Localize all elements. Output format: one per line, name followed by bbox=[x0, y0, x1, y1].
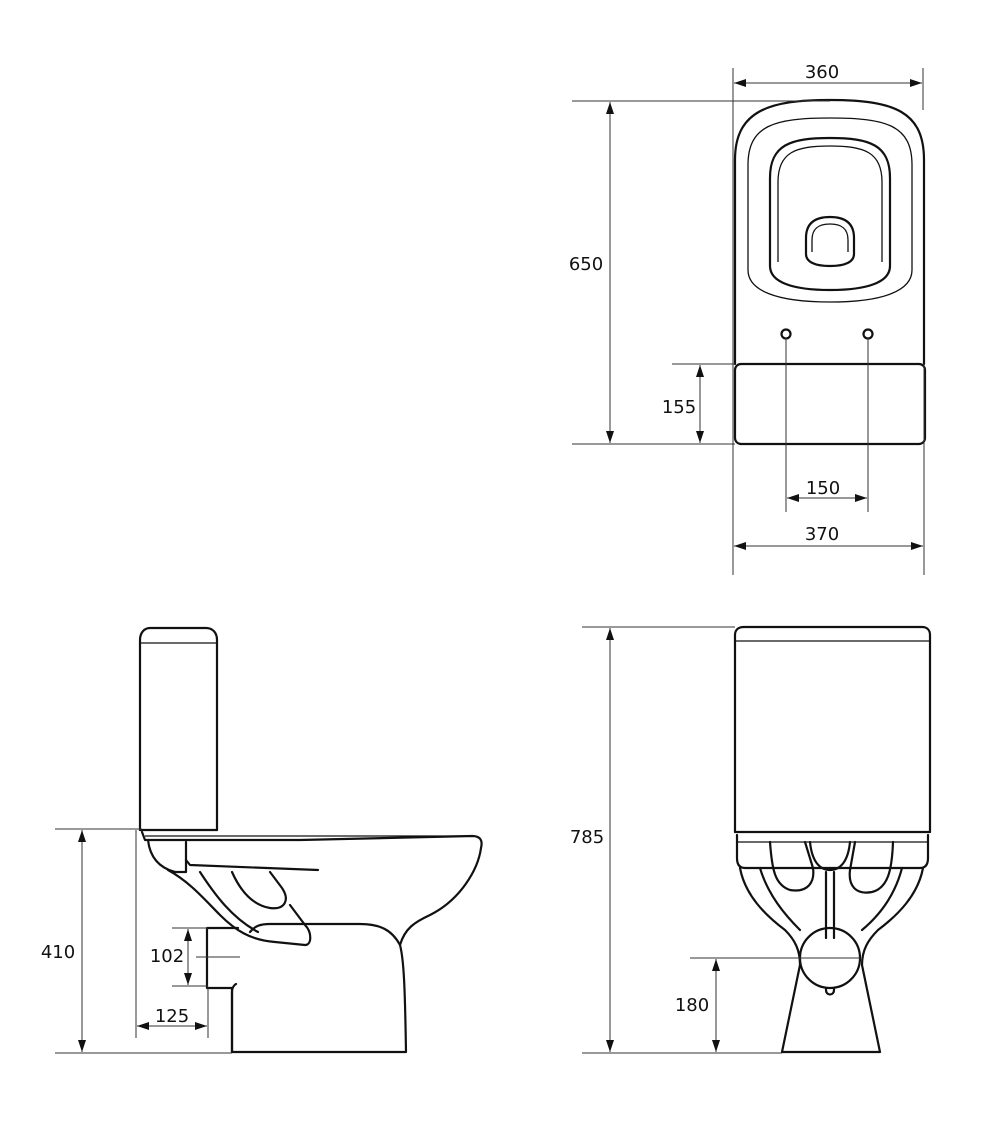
top-view-tank bbox=[733, 362, 927, 446]
top-view-seat-opening bbox=[768, 136, 892, 292]
dim-depth: 650 bbox=[569, 254, 603, 275]
dim-outlet-offset: 125 bbox=[155, 1006, 189, 1027]
front-view: 785 180 bbox=[570, 625, 932, 1054]
fixing-hole-left bbox=[780, 328, 792, 340]
fixing-hole-right bbox=[862, 328, 874, 340]
side-view: 410 102 125 bbox=[41, 626, 483, 1054]
front-view-seat bbox=[735, 833, 930, 870]
top-view-rim bbox=[747, 117, 913, 303]
top-view: 360 650 155 150 370 bbox=[569, 62, 927, 575]
side-view-base bbox=[205, 922, 408, 1054]
dim-total-height: 785 bbox=[570, 827, 604, 848]
top-view-drain bbox=[804, 215, 856, 268]
dim-outlet-height: 102 bbox=[150, 946, 184, 967]
dim-tank-depth: 155 bbox=[662, 397, 696, 418]
side-view-seat bbox=[140, 830, 483, 947]
dim-seat-height: 410 bbox=[41, 942, 75, 963]
dim-width-lower: 370 bbox=[805, 524, 839, 545]
front-view-bowl bbox=[738, 866, 925, 1054]
side-view-tank bbox=[138, 626, 219, 832]
front-view-tank bbox=[733, 625, 932, 834]
top-view-body-outline bbox=[733, 98, 926, 366]
dim-outlet-center-height: 180 bbox=[675, 995, 709, 1016]
dim-fixing-spacing: 150 bbox=[806, 478, 840, 499]
top-view-drain-inner bbox=[811, 223, 849, 252]
dim-width-upper: 360 bbox=[805, 62, 839, 83]
top-view-seat-inner bbox=[777, 145, 883, 262]
